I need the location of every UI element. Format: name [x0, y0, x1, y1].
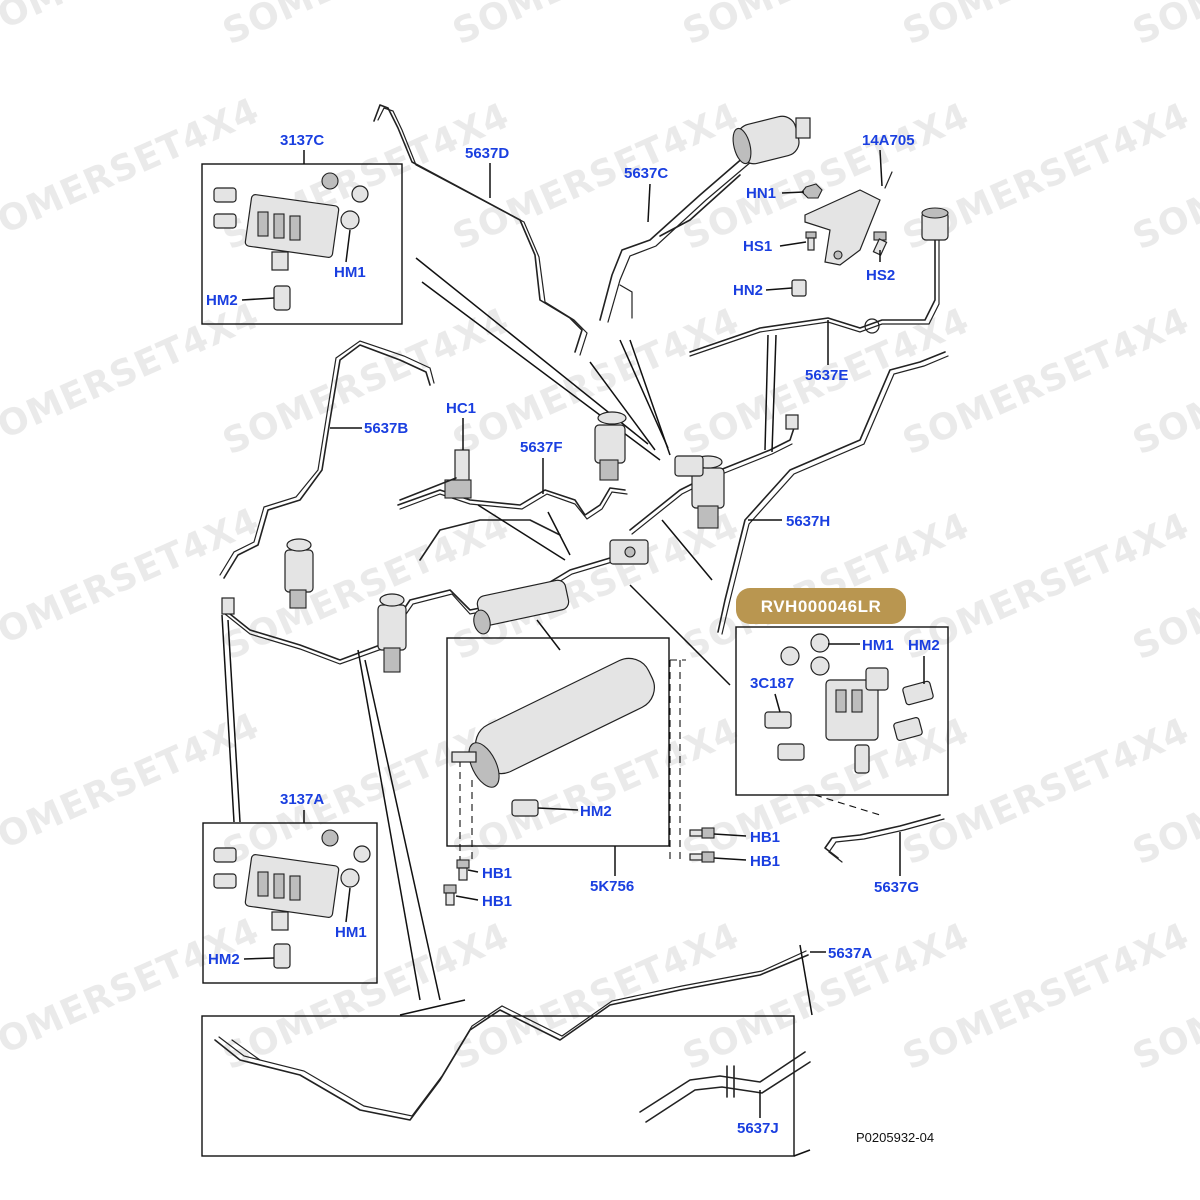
label-leaders [241, 149, 925, 1118]
part-label-HS2[interactable]: HS2 [866, 267, 895, 284]
bolt-icon [689, 827, 715, 839]
highlight-badge-label: RVH000046LR [761, 597, 881, 616]
watermark-layer: SOMERSET4X4 SOMERSET4X4 SOMERSET4X4 SOME… [0, 0, 1200, 1078]
air-tank-icon [732, 115, 811, 165]
part-label-HB1[interactable]: HB1 [750, 829, 780, 846]
rear-right-strut-icon [377, 593, 407, 673]
part-label-HM1[interactable]: HM1 [862, 637, 894, 654]
part-label-5637A[interactable]: 5637A [828, 945, 872, 962]
valve-block-3C187-frame [735, 626, 949, 796]
valve-block-3137A-icon [213, 829, 371, 969]
manifold-icon [609, 455, 704, 565]
bolt-icon [689, 851, 715, 863]
filter-cap-icon [921, 207, 949, 241]
watermark: SOMERSET4X4 [1127, 0, 1200, 53]
clip-HC1-icon [399, 449, 472, 501]
part-label-HB1[interactable]: HB1 [482, 893, 512, 910]
fastener-HS2-icon [872, 231, 888, 256]
reservoir-5K756-icon [451, 657, 655, 817]
part-label-3137C[interactable]: 3137C [280, 132, 324, 149]
part-label-3C187[interactable]: 3C187 [750, 675, 794, 692]
part-label-HB1[interactable]: HB1 [482, 865, 512, 882]
part-label-HC1[interactable]: HC1 [446, 400, 476, 417]
part-label-5637E[interactable]: 5637E [805, 367, 848, 384]
rear-bracket-icon [221, 597, 235, 615]
part-label-HM2[interactable]: HM2 [580, 803, 612, 820]
part-label-5637D[interactable]: 5637D [465, 145, 509, 162]
bleed-valve-icon [785, 414, 799, 430]
part-label-5637C[interactable]: 5637C [624, 165, 668, 182]
fastener-HS1-icon [805, 231, 817, 251]
part-label-HS1[interactable]: HS1 [743, 238, 772, 255]
part-label-HM2[interactable]: HM2 [206, 292, 238, 309]
diagram-code: P0205932-04 [856, 1130, 934, 1145]
part-labels: 3137C 5637D 5637C 14A705 HN1 HS1 HS2 HN2… [206, 132, 940, 1137]
front-left-strut-icon [594, 411, 627, 481]
fastener-HN2-icon [791, 279, 807, 297]
highlight-badge-bg [736, 588, 906, 624]
part-label-5K756[interactable]: 5K756 [590, 878, 634, 895]
part-label-3137A[interactable]: 3137A [280, 791, 324, 808]
part-label-5637G[interactable]: 5637G [874, 879, 919, 896]
rear-left-strut-icon [284, 538, 314, 609]
pipe-5637J-frame [201, 1015, 795, 1157]
part-label-5637J[interactable]: 5637J [737, 1120, 779, 1137]
part-label-HN2[interactable]: HN2 [733, 282, 763, 299]
valve-block-3137C-icon [213, 172, 369, 311]
part-label-5637H[interactable]: 5637H [786, 513, 830, 530]
reservoir-5K756-frame [446, 637, 670, 847]
bolt-icon [443, 884, 457, 906]
part-label-5637F[interactable]: 5637F [520, 439, 563, 456]
part-label-HM2[interactable]: HM2 [208, 951, 240, 968]
part-label-HM1[interactable]: HM1 [335, 924, 367, 941]
part-label-HN1[interactable]: HN1 [746, 185, 776, 202]
bracket-14A705-icon [804, 171, 893, 266]
highlight-badge[interactable]: RVH000046LR [736, 588, 906, 624]
valve-block-3137C-frame [201, 163, 403, 325]
part-label-HM1[interactable]: HM1 [334, 264, 366, 281]
bolt-icon [456, 859, 470, 881]
part-label-HM2[interactable]: HM2 [908, 637, 940, 654]
valve-block-3137A-frame [202, 822, 378, 984]
part-label-HB1[interactable]: HB1 [750, 853, 780, 870]
part-label-5637B[interactable]: 5637B [364, 420, 408, 437]
rear-reservoir-icon [473, 579, 570, 635]
part-label-14A705[interactable]: 14A705 [862, 132, 915, 149]
valve-block-3C187-icon [764, 633, 934, 774]
